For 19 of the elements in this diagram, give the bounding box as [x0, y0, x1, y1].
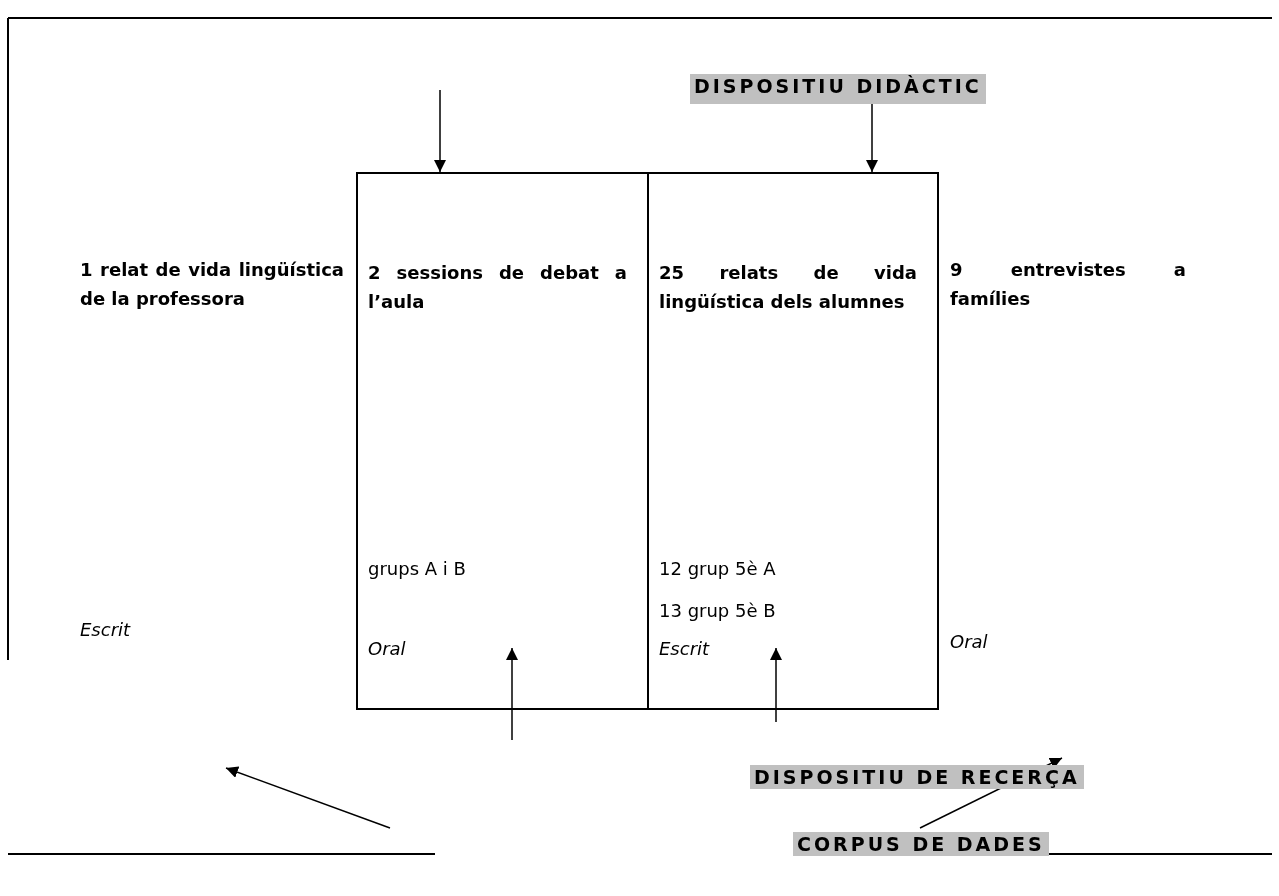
- detail-text: grups A i B: [368, 557, 467, 581]
- footer-label: CORPUS DE DADES: [793, 832, 1049, 856]
- column-box: [356, 172, 649, 710]
- mode-note: Oral: [368, 637, 407, 661]
- detail-text: 12 grup 5è A: [659, 557, 777, 581]
- heading-label: DISPOSITIU DE RECERÇA: [750, 765, 1084, 789]
- column-box: [647, 172, 939, 710]
- column-heading: 25 relats de vida lingüística dels alumnes: [659, 261, 917, 314]
- detail-text: 13 grup 5è B: [659, 599, 777, 623]
- mode-note: Oral: [950, 630, 989, 654]
- heading-label: DISPOSITIU DIDÀCTIC: [690, 74, 986, 104]
- column-heading: 1 relat de vida lingüística de la professora: [80, 258, 344, 311]
- mode-note: Escrit: [659, 637, 711, 661]
- column-heading: 2 sessions de debat a l’aula: [368, 261, 627, 314]
- arrow: [506, 647, 518, 741]
- arrow: [770, 647, 782, 723]
- arrow: [434, 89, 446, 173]
- mode-note: Escrit: [80, 618, 132, 642]
- column-heading: 9 entrevistes a famílies: [950, 258, 1186, 311]
